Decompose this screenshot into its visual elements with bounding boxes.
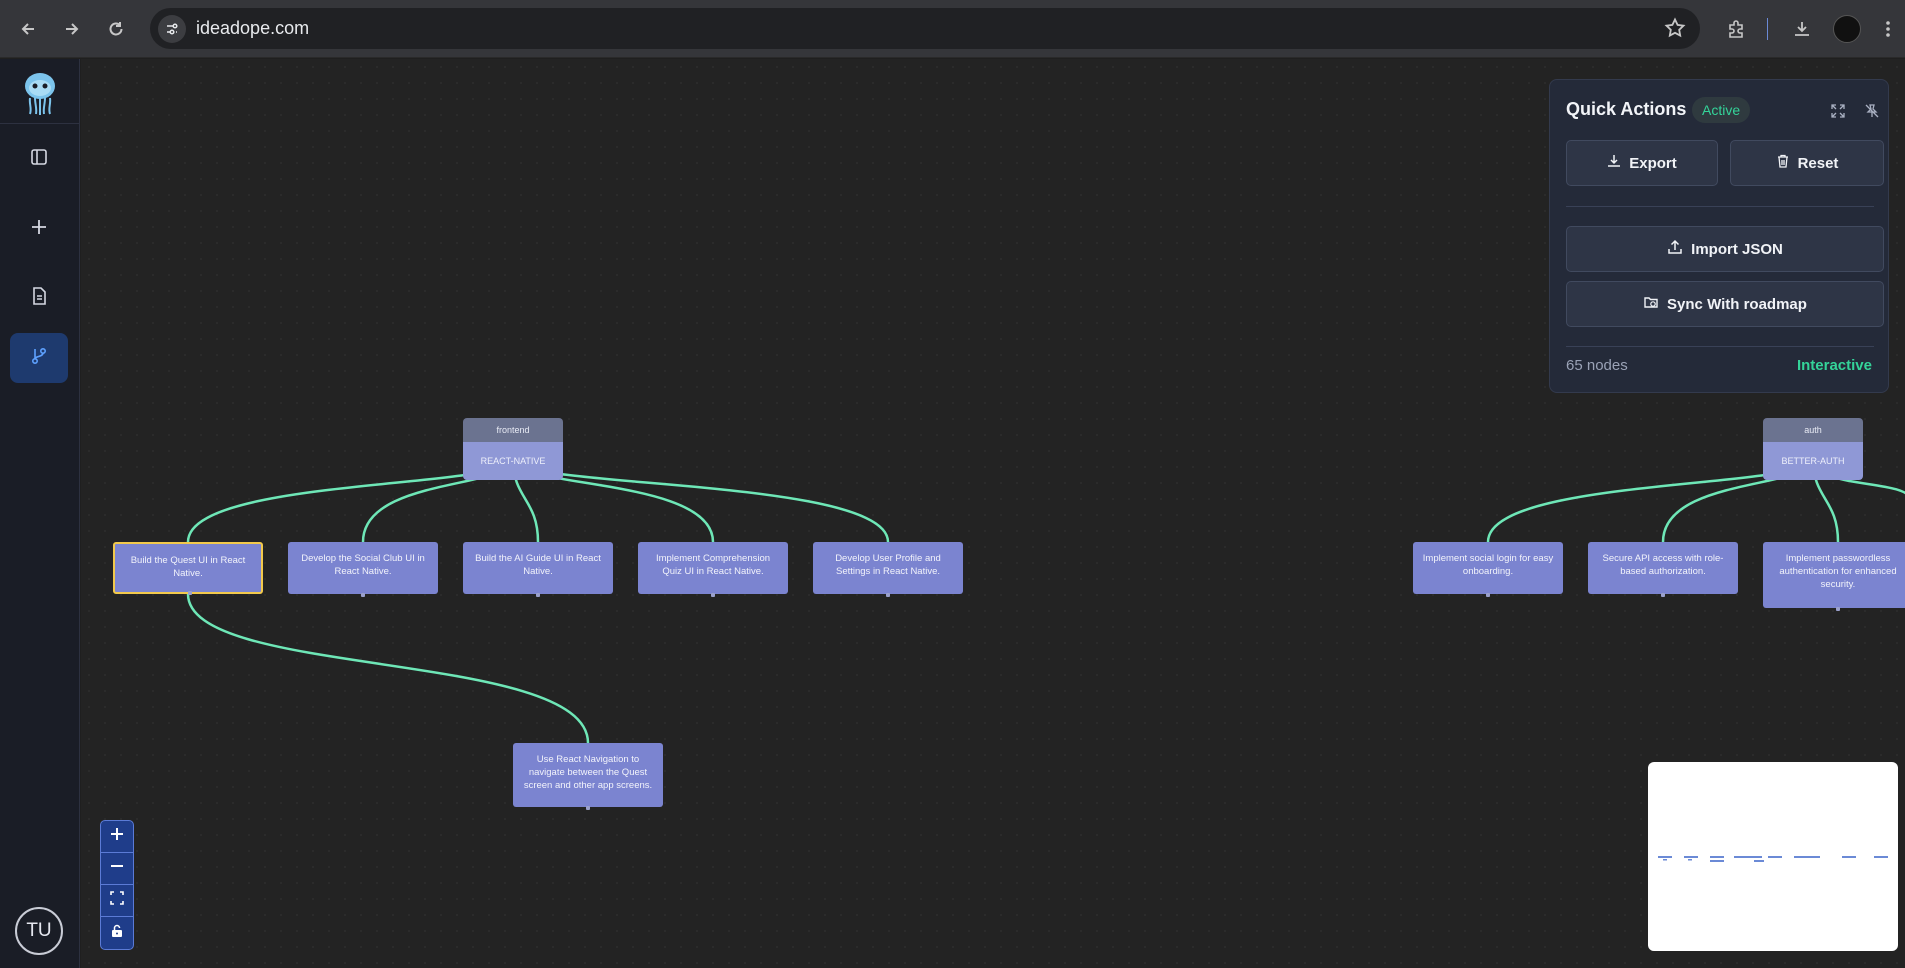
- expand-icon[interactable]: [1827, 100, 1849, 122]
- task-node-social-login[interactable]: Implement social login for easy onboardi…: [1413, 542, 1563, 597]
- node-handle[interactable]: [188, 591, 192, 595]
- unpin-icon[interactable]: [1861, 100, 1883, 122]
- task-node-profile-settings[interactable]: Develop User Profile and Settings in Rea…: [813, 542, 963, 597]
- edge: [186, 593, 590, 744]
- sidebar-panel-toggle[interactable]: [10, 134, 68, 184]
- task-node-ai-guide-ui[interactable]: Build the AI Guide UI in React Native.: [463, 542, 613, 597]
- task-text: Implement Comprehension Quiz UI in React…: [655, 553, 771, 577]
- fit-view-button[interactable]: [101, 885, 133, 917]
- task-node-passwordless-auth[interactable]: Implement passwordless authentication fo…: [1763, 542, 1905, 611]
- task-node-quest-ui[interactable]: Build the Quest UI in React Native.: [113, 542, 263, 595]
- mode-indicator: Interactive: [1796, 357, 1872, 374]
- task-node-quiz-ui[interactable]: Implement Comprehension Quiz UI in React…: [638, 542, 788, 597]
- panel-divider: [1566, 346, 1874, 347]
- back-icon[interactable]: [12, 13, 44, 45]
- group-node-auth[interactable]: auth BETTER-AUTH: [1763, 418, 1863, 480]
- roadmap-canvas[interactable]: frontend REACT-NATIVE auth BETTER-AUTH B…: [81, 59, 1905, 968]
- quick-actions-title: Quick Actions: [1566, 99, 1687, 119]
- git-branch-icon: [29, 346, 49, 371]
- minimap-nodes: [1658, 856, 1888, 862]
- task-text: Use React Navigation to navigate between…: [523, 754, 653, 791]
- sidebar-roadmap-button[interactable]: [10, 333, 68, 383]
- minimap[interactable]: [1648, 762, 1898, 951]
- forward-icon[interactable]: [56, 13, 88, 45]
- panel-toggle-icon: [29, 147, 49, 172]
- task-text: Secure API access with role-based author…: [1602, 553, 1724, 577]
- profile-avatar[interactable]: [1833, 15, 1861, 43]
- node-count: 65 nodes: [1566, 357, 1628, 374]
- node-handle[interactable]: [886, 593, 890, 597]
- group-name: BETTER-AUTH: [1763, 442, 1863, 480]
- folder-sync-icon: [1643, 294, 1659, 314]
- bookmark-star-icon[interactable]: [1664, 17, 1686, 44]
- more-menu-icon[interactable]: [1872, 13, 1904, 45]
- node-handle[interactable]: [1661, 593, 1665, 597]
- node-handle[interactable]: [536, 593, 540, 597]
- zoom-in-button[interactable]: [101, 821, 133, 853]
- task-text: Implement social login for easy onboardi…: [1422, 553, 1554, 577]
- app-sidebar: TU: [0, 59, 80, 968]
- reset-label: Reset: [1797, 154, 1839, 172]
- trash-icon: [1776, 154, 1790, 172]
- task-text: Develop the Social Club UI in React Nati…: [301, 553, 425, 577]
- task-text: Build the Quest UI in React Native.: [130, 555, 246, 579]
- group-tag: frontend: [463, 418, 563, 442]
- document-icon: [29, 286, 49, 311]
- fit-view-icon: [110, 891, 124, 910]
- unlock-icon: [110, 924, 124, 943]
- export-button[interactable]: Export: [1566, 140, 1718, 186]
- download-icon: [1607, 154, 1621, 172]
- import-label: Import JSON: [1691, 240, 1783, 258]
- upload-icon: [1667, 239, 1683, 259]
- browser-toolbar: ideadope.com: [0, 0, 1905, 58]
- sidebar-documents-button[interactable]: [10, 273, 68, 323]
- task-node-social-club-ui[interactable]: Develop the Social Club UI in React Nati…: [288, 542, 438, 597]
- node-handle[interactable]: [711, 593, 715, 597]
- quick-actions-panel: Quick Actions Active Export Reset Import…: [1549, 79, 1889, 393]
- zoom-controls: [100, 820, 134, 950]
- group-tag: auth: [1763, 418, 1863, 442]
- url-text: ideadope.com: [196, 18, 310, 38]
- reload-icon[interactable]: [100, 13, 132, 45]
- node-handle[interactable]: [361, 593, 365, 597]
- task-node-role-authorization[interactable]: Secure API access with role-based author…: [1588, 542, 1738, 597]
- node-handle[interactable]: [586, 806, 590, 810]
- panel-divider: [1566, 206, 1874, 207]
- download-icon[interactable]: [1786, 13, 1818, 45]
- node-handle[interactable]: [1486, 593, 1490, 597]
- sync-label: Sync With roadmap: [1667, 295, 1807, 313]
- plus-icon: [29, 217, 49, 242]
- sync-roadmap-button[interactable]: Sync With roadmap: [1566, 281, 1884, 327]
- task-node-react-navigation[interactable]: Use React Navigation to navigate between…: [513, 743, 663, 810]
- toolbar-divider: [1767, 18, 1768, 40]
- edge: [511, 458, 890, 543]
- task-text: Build the AI Guide UI in React Native.: [475, 553, 601, 577]
- task-text: Implement passwordless authentication fo…: [1779, 553, 1897, 590]
- node-handle[interactable]: [1836, 607, 1840, 611]
- jellyfish-logo-icon[interactable]: [18, 69, 62, 117]
- export-label: Export: [1629, 154, 1677, 172]
- site-settings-icon[interactable]: [158, 14, 186, 43]
- lock-button[interactable]: [101, 917, 133, 949]
- task-text: Develop User Profile and Settings in Rea…: [835, 553, 941, 577]
- sidebar-new-button[interactable]: [10, 204, 68, 254]
- group-name: REACT-NATIVE: [463, 442, 563, 480]
- group-node-frontend[interactable]: frontend REACT-NATIVE: [463, 418, 563, 480]
- zoom-out-button[interactable]: [101, 853, 133, 885]
- import-json-button[interactable]: Import JSON: [1566, 226, 1884, 272]
- status-badge: Active: [1692, 97, 1751, 123]
- extensions-icon[interactable]: [1720, 13, 1752, 45]
- plus-icon: [110, 827, 124, 846]
- minus-icon: [110, 859, 124, 878]
- user-avatar[interactable]: TU: [15, 907, 63, 955]
- address-bar[interactable]: ideadope.com: [150, 8, 1700, 49]
- reset-button[interactable]: Reset: [1730, 140, 1884, 186]
- sidebar-divider: [0, 123, 80, 124]
